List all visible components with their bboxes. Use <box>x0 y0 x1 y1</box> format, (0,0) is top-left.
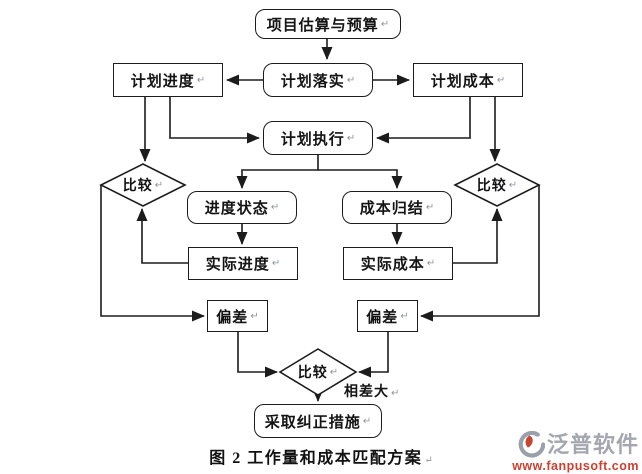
edge-plan-cost-to-execute <box>376 97 471 144</box>
watermark-brand: 泛普软件 <box>546 431 639 457</box>
node-plan-implement: 计划落实↵ <box>263 63 373 97</box>
return-mark: ↵ <box>380 18 390 30</box>
return-mark: ↵ <box>362 415 372 427</box>
edge-actual-cost-to-compare-right <box>453 208 503 264</box>
node-actual-cost: 实际成本↵ <box>343 247 453 280</box>
watermark: 泛普软件 www.fanpusoft.com <box>512 431 639 473</box>
return-mark: ↵ <box>250 310 259 322</box>
return-mark: ↵ <box>391 388 400 399</box>
node-project-estimate: 项目估算与预算↵ <box>255 9 401 39</box>
edge-execute-to-cost-summary <box>318 169 403 189</box>
edge-deviation-right-to-compare-bottom <box>358 332 389 378</box>
node-actual-schedule-label: 实际进度 <box>205 256 270 273</box>
edge-label-large-difference: 相差大↵ <box>344 381 399 401</box>
node-deviation-right-label: 偏差 <box>366 308 399 326</box>
node-plan-cost: 计划成本↵ <box>413 63 523 97</box>
edge-compare-right-to-deviation-right <box>420 185 540 322</box>
node-compare-bottom: 比较↵ <box>278 361 358 383</box>
node-schedule-status: 进度状态↵ <box>187 191 297 224</box>
node-plan-execute-label: 计划执行 <box>280 130 345 148</box>
node-compare-right: 比较↵ <box>457 174 537 196</box>
return-mark: ↵ <box>346 74 356 86</box>
figure-caption-text: 图 2 工作量和成本匹配方案 <box>209 450 423 467</box>
return-mark: ↵ <box>329 366 339 378</box>
node-actual-cost-label: 实际成本 <box>360 256 425 273</box>
node-project-estimate-label: 项目估算与预算 <box>266 16 379 34</box>
node-compare-left: 比较↵ <box>103 174 183 196</box>
return-mark: ↵ <box>508 179 518 191</box>
node-corrective-action: 采取纠正措施↵ <box>254 404 382 438</box>
node-plan-execute: 计划执行↵ <box>263 121 373 155</box>
node-schedule-status-label: 进度状态 <box>204 200 269 217</box>
edge-compare-left-to-deviation-left <box>100 185 205 322</box>
node-cost-summary: 成本归结↵ <box>342 191 452 224</box>
compare-bottom-diamond <box>278 348 358 396</box>
node-plan-implement-label: 计划落实 <box>280 72 345 90</box>
node-compare-bottom-label: 比较 <box>297 364 328 380</box>
node-plan-schedule: 计划进度↵ <box>113 63 223 97</box>
return-mark: ↵ <box>270 202 280 213</box>
node-plan-cost-label: 计划成本 <box>430 72 495 90</box>
edge-execute-to-schedule-status <box>236 155 319 189</box>
compare-right-diamond <box>453 163 541 207</box>
return-mark: ↵ <box>496 74 506 86</box>
node-deviation-right: 偏差↵ <box>357 300 418 332</box>
edge-actual-schedule-to-compare-left <box>136 208 188 264</box>
return-mark: ↵ <box>154 179 164 191</box>
node-plan-schedule-label: 计划进度 <box>130 72 195 90</box>
node-cost-summary-label: 成本归结 <box>359 200 424 217</box>
node-compare-left-label: 比较 <box>122 177 153 193</box>
figure-caption: 图 2 工作量和成本匹配方案↵ <box>0 444 642 468</box>
return-mark: ↵ <box>425 202 435 213</box>
return-mark: ↵ <box>400 310 409 322</box>
node-deviation-left-label: 偏差 <box>216 308 249 326</box>
edge-plan-schedule-to-execute <box>169 97 260 144</box>
return-mark: ↵ <box>196 74 206 86</box>
edge-deviation-left-to-compare-bottom <box>237 332 278 378</box>
node-actual-schedule: 实际进度↵ <box>188 247 298 280</box>
fanpu-logo-icon <box>518 431 545 458</box>
node-compare-right-label: 比较 <box>476 177 507 193</box>
node-deviation-left: 偏差↵ <box>207 300 268 332</box>
return-mark: ↵ <box>271 258 281 269</box>
return-mark: ↵ <box>346 132 356 144</box>
return-mark: ↵ <box>424 455 433 466</box>
watermark-url: www.fanpusoft.com <box>512 459 639 473</box>
edge-label-large-difference-text: 相差大 <box>344 383 389 399</box>
node-corrective-action-label: 采取纠正措施 <box>264 413 361 431</box>
return-mark: ↵ <box>426 258 436 269</box>
compare-left-diamond <box>99 163 187 207</box>
